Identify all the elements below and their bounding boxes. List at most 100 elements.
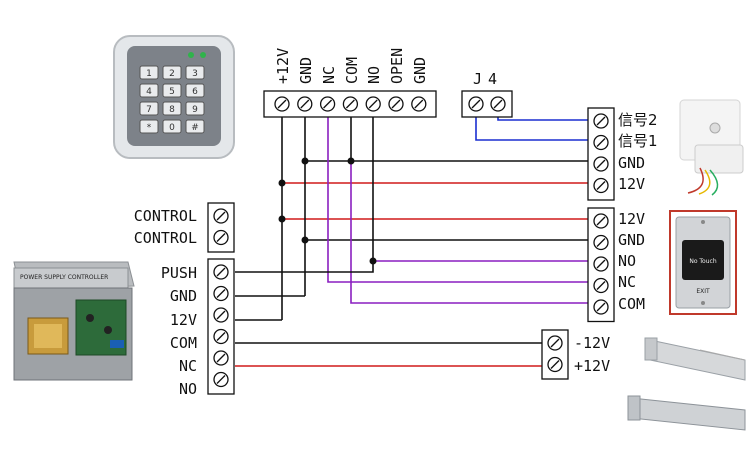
screw-slot: [391, 99, 401, 109]
keypad-key-label: 7: [146, 105, 152, 115]
label-signal-gnd: GND: [618, 154, 645, 172]
keypad-key: [185, 119, 205, 134]
label-psu-push: PUSH: [161, 264, 197, 282]
screw-slot: [216, 211, 226, 221]
screw-slot: [414, 99, 424, 109]
power-supply-device: POWER SUPPLY CONTROLLER: [13, 261, 135, 381]
keypad-key: [185, 83, 205, 98]
screw-slot: [596, 259, 606, 269]
label-psu-12v: 12V: [170, 311, 197, 329]
screw-slot: [216, 310, 226, 320]
screw-slot: [368, 99, 378, 109]
screw-slot: [345, 99, 355, 109]
controller-top-labels: +12V GND NC COM NO OPEN GND: [274, 48, 429, 84]
junction-dot: [301, 157, 309, 165]
keypad-key-label: 3: [192, 69, 198, 79]
terminal-housing: [207, 258, 235, 395]
label-lock-plus12v: +12V: [574, 357, 610, 375]
screw-slot: [596, 159, 606, 169]
exit-button-sublabel: EXIT: [696, 288, 710, 295]
label-psu-nc: NC: [179, 357, 197, 375]
label-control2: CONTROL: [134, 229, 197, 247]
screw-slot: [596, 302, 606, 312]
screw-slot: [300, 99, 310, 109]
label-exit-gnd: GND: [618, 231, 645, 249]
label-j4: J4: [473, 70, 503, 88]
screw-slot: [216, 353, 226, 363]
keypad-key-label: 8: [169, 105, 175, 115]
keypad-key: [139, 101, 159, 116]
screw-slot: [596, 216, 606, 226]
screw-slot: [550, 338, 560, 348]
keypad-key-label: 6: [192, 87, 198, 97]
wire-com: [350, 161, 590, 304]
exit-block-terminal: [587, 207, 615, 323]
label-gnd2: GND: [411, 57, 429, 84]
label-open: OPEN: [388, 48, 406, 84]
keypad-key: [185, 101, 205, 116]
keypad-key: [185, 65, 205, 80]
label-signal1: 信号1: [618, 132, 658, 150]
exit-button-label: No Touch: [689, 258, 716, 265]
keypad-key: [139, 65, 159, 80]
keypad-key-label: #: [191, 123, 199, 133]
keypad-key-label: 4: [146, 87, 152, 97]
keypad-key: [162, 101, 182, 116]
label-psu-com: COM: [170, 334, 197, 352]
label-com: COM: [343, 57, 361, 84]
wire-nc: [327, 112, 590, 283]
keypad-key-label: 2: [169, 69, 175, 79]
psu-block-terminal: [207, 258, 235, 395]
label-nc: NC: [320, 66, 338, 84]
screw-slot: [216, 267, 226, 277]
label-signal-12v: 12V: [618, 175, 645, 193]
keypad-key: [162, 83, 182, 98]
screw-slot: [216, 332, 226, 341]
screw-slot: [216, 233, 226, 242]
label-no: NO: [365, 66, 383, 84]
terminal-housing: [207, 202, 235, 253]
label-signal2: 信号2: [618, 111, 658, 129]
keypad-key: [139, 83, 159, 98]
screw-slot: [596, 138, 606, 147]
lock-block-terminal: [541, 329, 569, 380]
screw-slot: [323, 99, 333, 109]
screw-slot: [596, 181, 606, 190]
junction-dot: [278, 215, 286, 223]
power-supply-label: POWER SUPPLY CONTROLLER: [20, 274, 108, 281]
screw-slot: [550, 360, 560, 369]
screw-slot: [596, 281, 606, 290]
magnetic-lock-device: [627, 395, 746, 431]
terminal-blocks: [207, 90, 615, 395]
wire-push: [235, 261, 374, 273]
bolt-lock-device: [644, 337, 746, 381]
screw-slot: [216, 289, 226, 298]
label-gnd: GND: [297, 57, 315, 84]
keypad-key: [139, 119, 159, 134]
keypad-key: [162, 119, 182, 134]
keypad-key-label: 1: [146, 69, 152, 79]
label-exit-com: COM: [618, 295, 645, 313]
label-lock-minus12v: -12V: [574, 334, 610, 352]
screw-slot: [471, 99, 481, 109]
led-green-icon: [188, 52, 194, 58]
signal-block-terminal: [587, 107, 615, 201]
screw-slot: [493, 99, 503, 109]
label-psu-gnd: GND: [170, 287, 197, 305]
junction-dot: [347, 157, 355, 165]
keypad-key-label: *: [147, 123, 152, 133]
control-block-terminal: [207, 202, 235, 253]
keypad-key-label: 9: [192, 105, 198, 115]
label-plus12v: +12V: [274, 48, 292, 84]
junction-dot: [278, 179, 286, 187]
led-green-icon: [200, 52, 206, 58]
keypad-key: [162, 65, 182, 80]
screw-slot: [216, 375, 226, 384]
keypad-key-label: 0: [169, 123, 175, 133]
door-sensor-device: [679, 99, 744, 196]
screw-slot: [277, 99, 287, 109]
controller-top-terminal: [263, 90, 437, 118]
exit-button-device: No Touch EXIT: [669, 210, 737, 315]
